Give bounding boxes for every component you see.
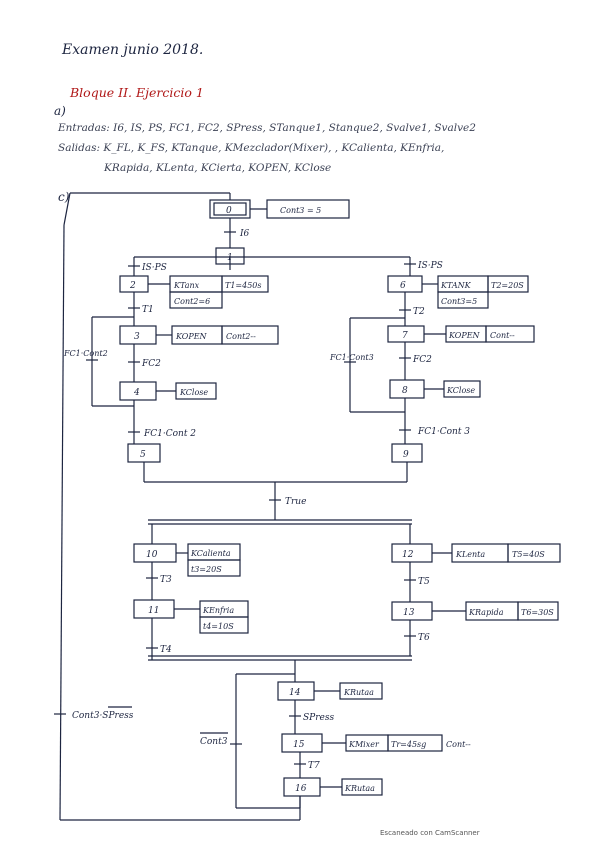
section-c-label: c) (58, 190, 70, 204)
step-7-label: 7 (402, 331, 408, 341)
section-a-label: a) (54, 104, 66, 118)
action-11b-box (199, 616, 249, 634)
action-6c-text: Cont3=5 (441, 297, 477, 306)
action-15b-box (387, 734, 443, 752)
action-6c-box (437, 291, 489, 309)
action-6b-box (487, 275, 529, 293)
action-13b-text: T6=30S (521, 608, 554, 617)
transition-loop-15-label: Cont3 (200, 737, 228, 747)
step-12-label: 12 (402, 550, 414, 560)
transition-11-label: T4 (160, 645, 172, 655)
action-3a-text: KOPEN (175, 332, 208, 341)
action-16-text: KRutaa (344, 784, 375, 793)
step-10-label: 10 (146, 550, 158, 560)
step-0-inner-box (213, 202, 247, 216)
step-3-label: 3 (134, 332, 140, 342)
transition-return-label: Cont3·SPress (72, 711, 134, 721)
step-0-label: 0 (226, 206, 232, 216)
step-6-label: 6 (400, 281, 406, 291)
transition-3-label: FC2 (141, 359, 161, 369)
transition-15-label: T7 (308, 761, 320, 771)
step-15-label: 15 (293, 740, 305, 750)
action-6a-text: KTANK (440, 281, 472, 290)
step-4-label: 4 (133, 388, 140, 398)
action-6b-text: T2=20S (491, 281, 524, 290)
action-7a-text: KOPEN (448, 331, 481, 340)
action-10b-box (187, 559, 241, 577)
action-8-box (443, 380, 481, 398)
transition-10-label: T3 (160, 575, 172, 585)
action-16-box (341, 778, 383, 796)
transition-join-label: True (285, 497, 306, 507)
transition-0-label: I6 (239, 229, 250, 239)
action-15a-text: KMixer (348, 740, 380, 749)
step-8-label: 8 (402, 386, 408, 396)
transition-7-loop-label: FC1·Cont3 (329, 353, 374, 362)
transition-3-loop-label: FC1·Cont2 (63, 349, 108, 358)
action-4-text: KClose (179, 388, 208, 397)
step-9-label: 9 (403, 450, 409, 460)
action-10a-text: KCalienta (190, 549, 231, 558)
step-13-label: 13 (403, 608, 415, 618)
transition-8-label: FC1·Cont 3 (417, 427, 470, 437)
action-2b-text: T1=450s (225, 281, 262, 290)
action-11b-text: t4=10S (203, 622, 234, 631)
salidas-line-1: Salidas: K_FL, K_FS, KTanque, KMezclador… (58, 142, 445, 154)
step-2-label: 2 (129, 281, 136, 291)
action-2b-box (221, 275, 269, 293)
transition-13-label: T6 (418, 633, 430, 643)
salidas-line-2: KRapida, KLenta, KCierta, KOPEN, KClose (104, 162, 332, 174)
action-3b-text: Cont2-- (226, 332, 256, 341)
action-0-text: Cont3 = 5 (280, 206, 321, 215)
action-4-box (175, 382, 217, 400)
transition-7-label: FC2 (412, 355, 432, 365)
action-14-text: KRutaa (343, 688, 374, 697)
action-12b-box (507, 543, 561, 563)
transition-14-label: SPress (303, 713, 334, 723)
page-title: Examen junio 2018. (62, 42, 204, 58)
action-12a-text: KLenta (455, 550, 485, 559)
action-10b-text: t3=20S (191, 565, 222, 574)
transition-12-label: T5 (418, 577, 430, 587)
transition-left-label: IS·PS (141, 263, 167, 273)
action-7b-box (485, 325, 535, 343)
action-2a-text: KTanx (173, 281, 200, 290)
action-3b-box (221, 325, 279, 345)
action-7b-text: Cont-- (490, 331, 515, 340)
scanner-footer: Escaneado con CamScanner (380, 829, 480, 837)
step-14-label: 14 (289, 688, 301, 698)
step-16-label: 16 (295, 784, 307, 794)
action-15b-text: Tr=45sg (391, 740, 426, 749)
transition-2-label: T1 (142, 305, 154, 315)
action-12b-text: T5=40S (512, 550, 545, 559)
action-14-box (339, 682, 383, 700)
transition-6-label: T2 (413, 307, 425, 317)
action-15c-text: Cont-- (446, 740, 471, 749)
transition-right-label: IS·PS (417, 261, 443, 271)
action-13a-text: KRapida (468, 608, 504, 617)
action-13b-box (517, 601, 559, 621)
entradas-line: Entradas: I6, IS, PS, FC1, FC2, SPress, … (58, 122, 476, 134)
step-1-label: 1 (227, 253, 233, 263)
bloque-heading: Bloque II. Ejercicio 1 (70, 85, 204, 100)
action-2c-box (169, 291, 223, 309)
action-2c-text: Cont2=6 (174, 297, 210, 306)
action-11a-text: KEnfria (202, 606, 234, 615)
action-8-text: KClose (446, 386, 475, 395)
transition-4-label: FC1·Cont 2 (143, 429, 196, 439)
step-5-label: 5 (140, 450, 146, 460)
step-11-label: 11 (148, 606, 159, 616)
